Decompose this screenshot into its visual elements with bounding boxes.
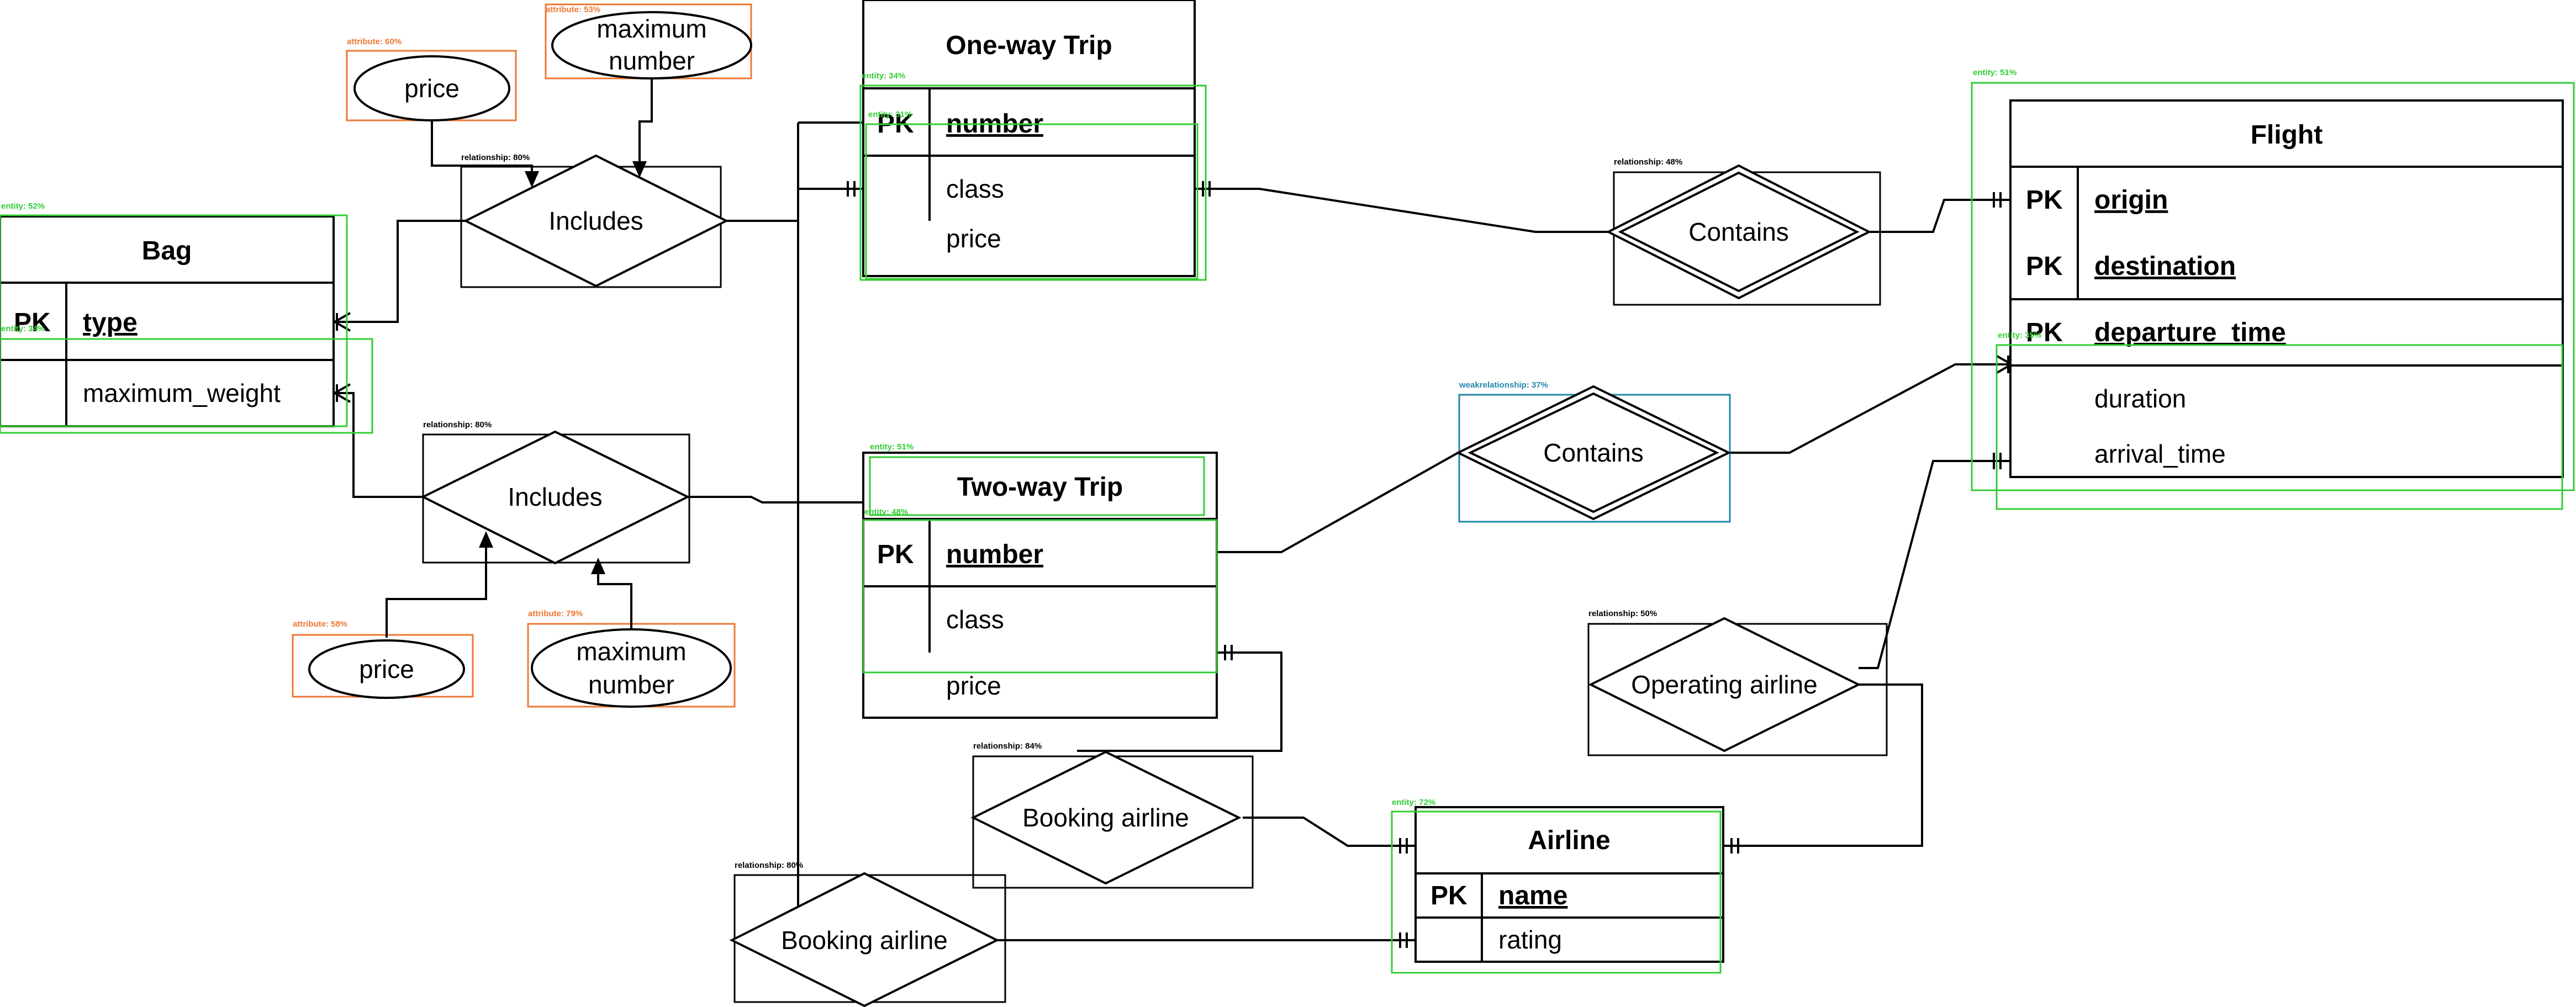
detection-box-bag: [0, 214, 348, 427]
det-ent-bag-inner: entity: 34%: [1, 324, 45, 333]
detection-box-flight: [1971, 82, 2575, 491]
relationship-contains-top[interactable]: Contains: [1606, 164, 1881, 306]
entity-two-way-trip-title: Two-way Trip: [957, 473, 1123, 502]
connector-lines: [332, 121, 2014, 953]
det-weakrel-contains: weakrelationship: 37%: [1459, 380, 1548, 390]
entity-flight-row-1-name: origin: [2094, 186, 2168, 215]
entity-two-way-trip-row-3-name: price: [946, 671, 1001, 700]
entity-flight-row-3-name: departure_time: [2094, 318, 2286, 347]
entity-flight-row-4-name: duration: [2094, 384, 2186, 413]
det-rel-booking-mid: relationship: 84%: [973, 741, 1042, 751]
entity-flight-row-5-name: arrival_time: [2094, 439, 2226, 468]
entity-two-way-trip[interactable]: Two-way Trip PK number class price: [862, 452, 1218, 719]
entity-airline-row-1-key: PK: [1430, 881, 1468, 910]
det-attr-maxnum-top: attribute: 53%: [546, 5, 600, 14]
relationship-booking-airline-bottom[interactable]: Booking airline: [729, 872, 1006, 1007]
entity-one-way-trip-row-2-name: class: [946, 174, 1004, 203]
det-ent-bag: entity: 52%: [1, 202, 45, 211]
det-ent-flight: entity: 51%: [1973, 68, 2017, 77]
attribute-maximum-number-bottom[interactable]: maximum number: [527, 558, 736, 708]
relationship-booking-airline-bottom-label: Booking airline: [781, 926, 948, 955]
det-attr-price-bottom: attribute: 58%: [293, 619, 347, 629]
det-rel-contains-top: relationship: 48%: [1614, 157, 1682, 167]
relationship-operating-airline[interactable]: Operating airline: [1587, 617, 1888, 756]
entity-flight-row-2-key: PK: [2026, 252, 2063, 281]
entity-one-way-trip-row-3-name: price: [946, 224, 1001, 253]
det-attr-price-top: attribute: 60%: [347, 37, 402, 46]
det-rel-operating: relationship: 50%: [1588, 609, 1657, 618]
detection-box-one-way-inner: [865, 123, 1199, 280]
relationship-contains-top-label: Contains: [1688, 218, 1789, 246]
weak-relationship-contains-label: Contains: [1543, 438, 1644, 467]
entity-bag-title: Bag: [142, 236, 192, 266]
detection-box-bag-inner: [0, 338, 373, 434]
relationship-booking-airline-mid-label: Booking airline: [1022, 803, 1189, 832]
relationship-includes-bottom[interactable]: Includes: [420, 430, 690, 565]
attribute-maximum-number-top[interactable]: maximum number: [545, 3, 752, 178]
entity-bag[interactable]: Bag PK type maximum_weight: [0, 215, 335, 427]
det-rel-booking-bottom: relationship: 80%: [735, 861, 803, 870]
relationship-includes-top[interactable]: Includes: [460, 154, 729, 288]
entity-flight-row-2-name: destination: [2094, 252, 2236, 281]
relationship-includes-bottom-label: Includes: [508, 483, 602, 511]
det-ent-twoway: entity: 51%: [870, 442, 914, 452]
detection-labels: attribute: 60% attribute: 53% attribute:…: [1, 5, 2041, 870]
entity-two-way-trip-row-1-name: number: [946, 540, 1043, 569]
relationship-operating-airline-label: Operating airline: [1631, 670, 1818, 699]
det-ent-airline: entity: 72%: [1392, 798, 1435, 807]
attribute-price-top-label: price: [404, 74, 460, 103]
entity-two-way-trip-row-2-name: class: [946, 605, 1004, 634]
weak-relationship-contains[interactable]: Contains: [1455, 385, 1732, 523]
detection-box-one-way: [859, 84, 1207, 281]
detection-box-two-way-inner: [862, 519, 1218, 674]
det-ent-twoway-inner: entity: 48%: [864, 507, 908, 517]
det-ent-oneway-inner: entity: 31%: [868, 110, 912, 119]
attribute-price-top[interactable]: price: [346, 50, 539, 188]
entity-airline[interactable]: Airline PK name rating: [1414, 806, 1724, 963]
relationship-includes-top-label: Includes: [548, 206, 643, 235]
entity-one-way-trip[interactable]: One-way Trip PK number class price: [862, 0, 1196, 277]
det-rel-includes-top: relationship: 80%: [461, 153, 530, 162]
attribute-price-bottom[interactable]: price: [292, 531, 493, 699]
entity-bag-row-1-key: PK: [14, 308, 51, 337]
detection-box-flight-inner: [1996, 344, 2563, 510]
detection-box-two-way: [869, 456, 1205, 516]
relationship-booking-airline-mid[interactable]: Booking airline: [970, 750, 1254, 889]
entity-flight[interactable]: Flight PK origin PK destination PK depar…: [2009, 99, 2564, 478]
entity-bag-row-1-name: type: [83, 308, 138, 337]
entity-bag-row-2-name: maximum_weight: [83, 379, 281, 407]
attribute-maximum-number-top-line-2: number: [609, 46, 695, 75]
entity-airline-row-2-name: rating: [1498, 925, 1562, 954]
detection-overlay: [0, 82, 2575, 974]
entity-flight-title: Flight: [2251, 120, 2323, 150]
attribute-maximum-number-top-line-1: maximum: [597, 14, 706, 43]
detection-box-airline: [1391, 810, 1722, 974]
attribute-maximum-number-bottom-line-2: number: [588, 670, 674, 699]
entity-one-way-trip-title: One-way Trip: [946, 31, 1112, 60]
det-ent-flight-inner: entity: 35%: [1998, 331, 2041, 340]
attribute-maximum-number-bottom-line-1: maximum: [576, 637, 686, 666]
det-ent-oneway: entity: 34%: [862, 71, 905, 81]
det-attr-maxnum-bottom: attribute: 79%: [528, 609, 583, 618]
attribute-price-bottom-label: price: [359, 655, 414, 683]
det-rel-includes-bottom: relationship: 80%: [423, 420, 492, 430]
entity-flight-row-3-key: PK: [2026, 318, 2063, 347]
entity-airline-row-1-name: name: [1498, 881, 1567, 910]
entity-airline-title: Airline: [1528, 826, 1610, 855]
entity-flight-row-1-key: PK: [2026, 186, 2063, 215]
entity-two-way-trip-row-1-key: PK: [877, 540, 914, 569]
